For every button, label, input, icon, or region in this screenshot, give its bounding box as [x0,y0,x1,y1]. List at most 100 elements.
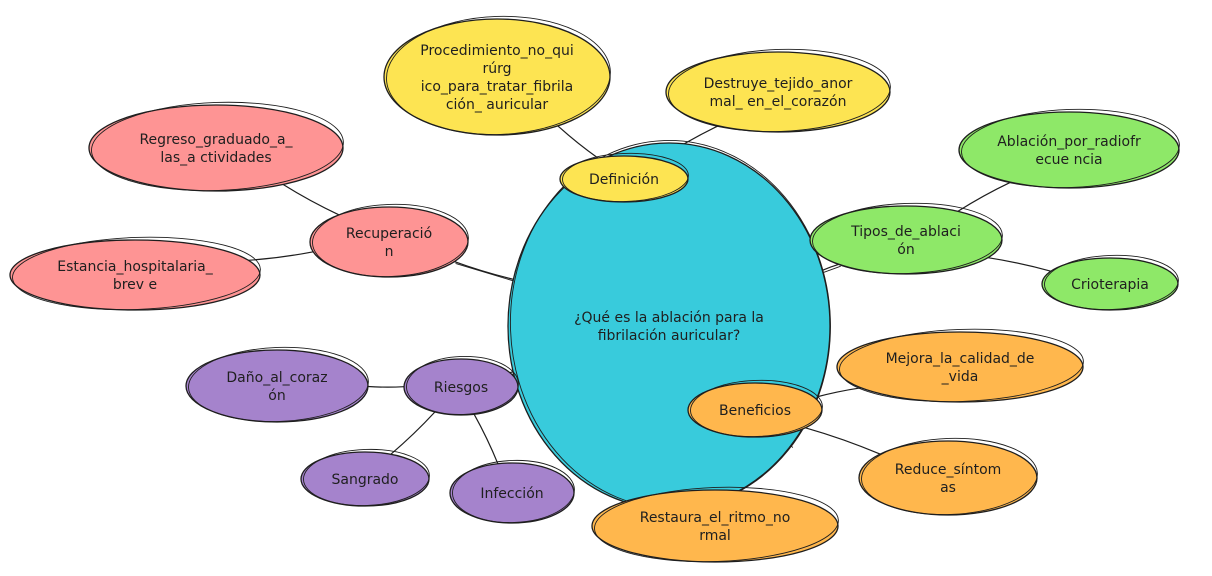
node-recuperacion-child-0[interactable]: Regreso_graduado_a_las_a ctividades [88,98,345,195]
edge-center-recuperacion [453,261,516,282]
central-topic-node-label-line: ¿Qué es la ablación para la [574,310,764,326]
node-definicion-child-0-label-line: ción_ auricular [446,97,549,113]
node-recuperacion-child-1-label-line: brev e [113,277,157,293]
node-tipos-child-0-label-line: ecue ncia [1035,152,1102,168]
node-definicion-label-line: Definición [589,172,659,188]
edge-beneficios-child-1 [804,427,881,455]
node-definicion-child-1[interactable]: Destruye_tejido_anor mal_ en_el_corazón [665,46,892,136]
node-recuperacion-child-0-sketch-outline [91,101,344,192]
node-recuperacion-child-1[interactable]: Estancia_hospitalaria_brev e [9,233,262,314]
node-recuperacion-child-1-label: Estancia_hospitalaria_brev e [57,259,214,293]
node-riesgos-child-1-sketch-outline [303,448,430,506]
node-definicion-child-1-label-line: Destruye_tejido_anor [704,76,853,92]
node-beneficios-child-0-label-line: Mejora_la_calidad_de [886,351,1035,367]
node-riesgos-child-2-label-line: Infección [480,486,543,502]
edge-tipos-child-1 [987,257,1052,272]
node-tipos-label-line: Tipos_de_ablaci [850,224,961,240]
edge-riesgos-child-1 [390,411,436,455]
node-recuperacion-sketch-outline [312,203,469,277]
node-recuperacion-child-0-label-line: Regreso_graduado_a_ [139,132,293,148]
node-tipos[interactable]: Tipos_de_ablaci ón [809,200,1004,277]
edge-beneficios-child-0 [813,387,862,399]
edge-riesgos-child-0 [367,385,405,388]
central-topic-node-shape [507,142,831,510]
node-beneficios-child-0-sketch-outline [839,328,1084,403]
node-definicion-child-0[interactable]: Procedimiento_no_qui rúrg ico_para_tratar_… [383,13,612,139]
node-riesgos-child-2-label: Infección [480,486,543,502]
node-riesgos-child-2-sketch-outline [452,459,575,523]
node-recuperacion-child-1-shape [9,239,261,311]
node-definicion-child-1-sketch-outline [668,48,891,133]
node-recuperacion-label-line: n [385,244,394,260]
node-riesgos-child-1-label-line: Sangrado [331,472,398,488]
node-riesgos-child-2[interactable]: Infección [449,458,575,524]
node-recuperacion-child-0-shape [88,104,344,192]
node-tipos-child-0-sketch-outline [961,108,1180,189]
node-riesgos-label-line: Riesgos [434,380,488,396]
node-tipos-child-1-label: Crioterapia [1071,277,1149,293]
edge-recuperacion-child-1 [247,251,314,261]
node-tipos-child-1[interactable]: Crioterapia [1041,253,1179,312]
node-definicion-child-1-label-line: mal_ en_el_corazón [710,94,847,110]
node-tipos-label-line: ón [897,242,914,258]
node-riesgos-child-0-label: Daño_al_coraz ón [226,370,327,404]
node-beneficios[interactable]: Beneficios [687,378,823,439]
node-beneficios-child-2-label-line: rmal [699,528,731,544]
node-recuperacion-label: Recuperació n [346,226,432,260]
node-beneficios-child-2-shape [591,489,839,563]
edge-tipos-child-0 [957,181,1012,212]
edge-riesgos-child-2 [473,413,499,465]
node-beneficios-sketch-outline [690,379,823,437]
node-recuperacion-child-0-label: Regreso_graduado_a_las_a ctividades [139,132,293,166]
node-definicion-child-0-label: Procedimiento_no_qui rúrg ico_para_tratar_… [420,43,573,113]
node-recuperacion-child-1-label-line: Estancia_hospitalaria_ [57,259,214,275]
node-definicion[interactable]: Definición [559,151,689,203]
node-beneficios-child-0-label-line: _vida [941,369,979,385]
edge-recuperacion-child-0 [282,183,340,216]
node-tipos-label: Tipos_de_ablaci ón [850,224,961,258]
node-definicion-child-0-label-line: Procedimiento_no_qui [420,43,573,59]
node-tipos-child-1-label-line: Crioterapia [1071,277,1149,293]
node-riesgos[interactable]: Riesgos [403,355,519,417]
node-tipos-sketch-outline [812,202,1003,275]
node-riesgos-child-1[interactable]: Sangrado [300,447,430,507]
node-tipos-child-1-sketch-outline [1044,254,1179,310]
node-beneficios-label: Beneficios [719,403,791,419]
node-tipos-child-0-label-line: Ablación_por_radiofr [997,134,1141,150]
node-definicion-child-0-label-line: rúrg [482,61,511,77]
node-beneficios-child-0-shape [836,331,1084,403]
node-beneficios-child-1-label-line: Reduce_síntom [895,462,1002,478]
central-topic-node-label-line: fibrilación auricular? [598,328,741,344]
node-beneficios-child-2-sketch-outline [594,486,839,563]
edge-definicion-child-0 [557,125,599,159]
node-riesgos-child-0[interactable]: Daño_al_coraz ón [185,344,370,424]
node-riesgos-child-0-label-line: Daño_al_coraz [226,370,327,386]
node-beneficios-child-2-label-line: Restaura_el_ritmo_no [640,510,791,526]
node-beneficios-label-line: Beneficios [719,403,791,419]
node-layer: ¿Qué es la ablación para la fibrilación a… [9,13,1181,565]
node-definicion-label: Definición [589,172,659,188]
node-riesgos-label: Riesgos [434,380,488,396]
node-beneficios-child-1-sketch-outline [861,437,1038,515]
node-riesgos-sketch-outline [406,355,519,415]
node-recuperacion[interactable]: Recuperació n [309,202,470,279]
node-definicion-child-0-sketch-outline [386,15,611,135]
node-definicion-child-0-label-line: ico_para_tratar_fibrila [421,79,573,95]
node-riesgos-child-0-label-line: ón [268,388,285,404]
node-recuperacion-label-line: Recuperació [346,226,432,242]
node-beneficios-child-0[interactable]: Mejora_la_calidad_de _vida [836,325,1085,405]
central-topic-node-label: ¿Qué es la ablación para la fibrilación a… [574,310,764,344]
node-definicion-child-1-label: Destruye_tejido_anor mal_ en_el_corazón [704,76,853,110]
node-recuperacion-child-1-sketch-outline [12,236,261,311]
edge-center-tipos [821,263,841,273]
node-riesgos-child-0-sketch-outline [188,346,369,423]
node-beneficios-child-0-label: Mejora_la_calidad_de _vida [886,351,1035,385]
node-definicion-sketch-outline [562,152,689,202]
